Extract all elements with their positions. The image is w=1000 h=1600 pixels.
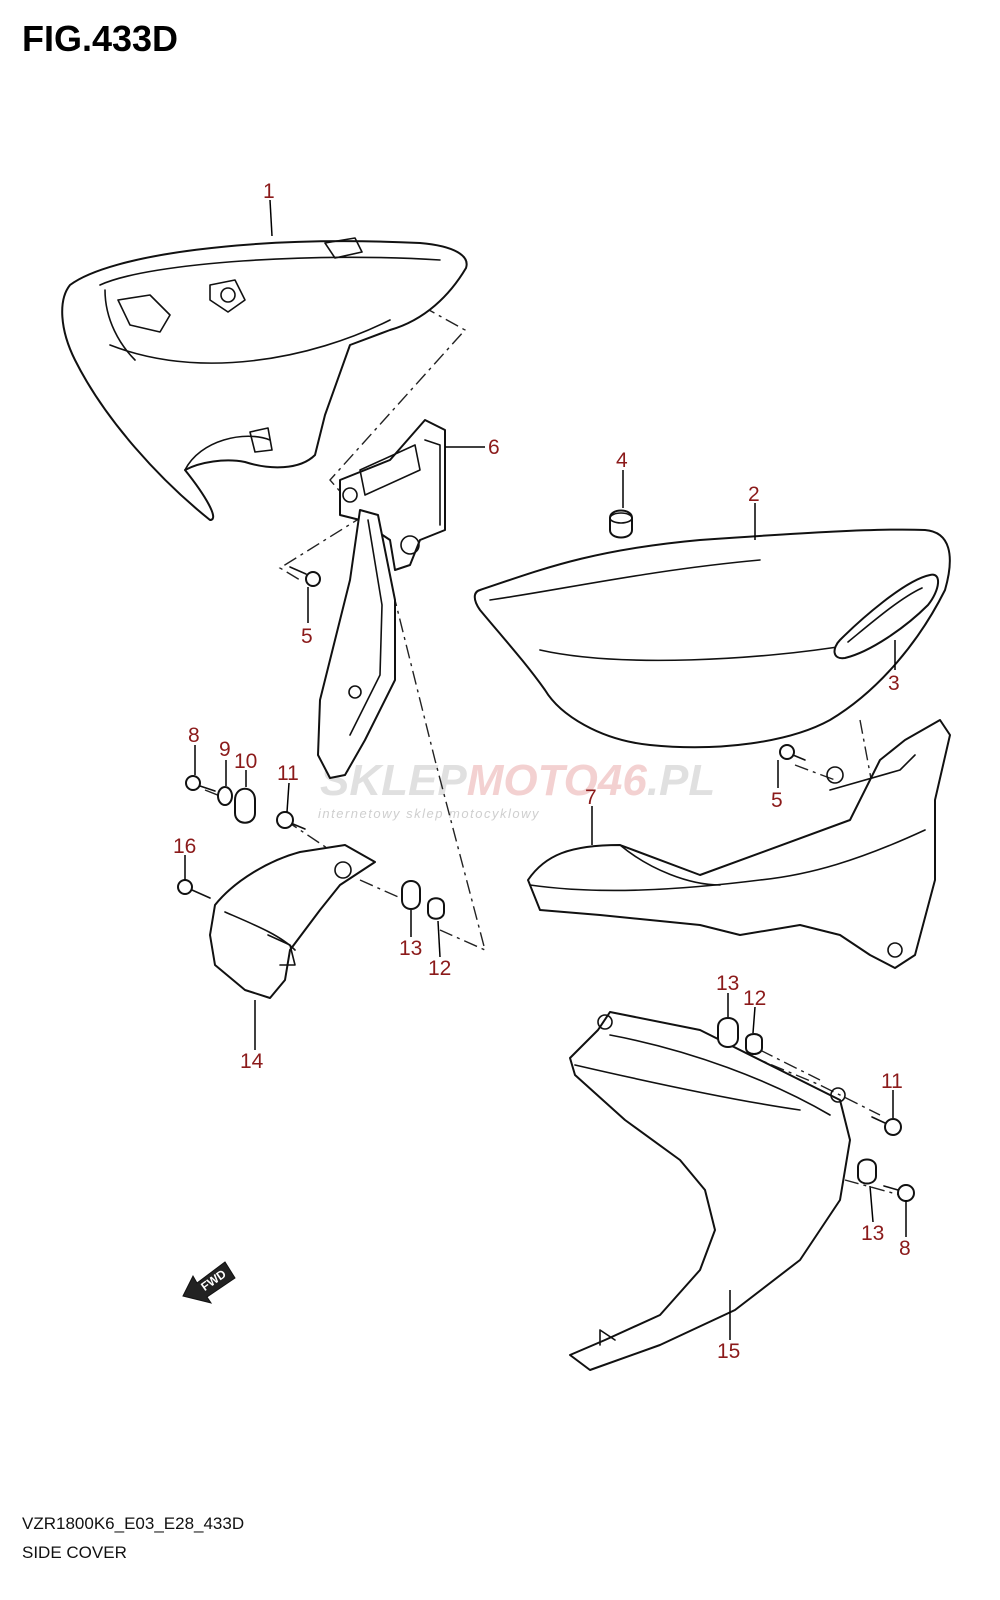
part-2-side-cover [473,528,951,749]
part-5-screw-right [779,744,806,761]
fwd-arrow-icon: FWD [182,1261,236,1304]
callout-15: 15 [717,1340,740,1363]
part-3-emblem [833,573,939,660]
figure-code: VZR1800K6_E03_E28_433D [22,1514,245,1533]
callout-10: 10 [234,750,257,773]
callout-5-left: 5 [301,625,313,648]
part-5-screw-left [289,566,321,587]
callout-4: 4 [616,449,628,472]
callout-8-left: 8 [188,724,200,747]
part-1-tail-cowl [61,237,468,521]
callout-6: 6 [488,436,500,459]
watermark-tagline: internetowy sklep motocyklowy [318,806,540,821]
watermark: SKLEPMOTO46.PL internetowy sklep motocyk… [318,756,715,821]
part-15-frame-cover [569,1011,851,1371]
callout-8-right: 8 [899,1237,911,1260]
callout-12-left: 12 [428,957,451,980]
callout-7: 7 [585,786,597,809]
callout-13-left: 13 [399,937,422,960]
callout-labels: 1 2 3 4 5 5 6 7 8 9 10 11 16 13 12 14 13… [173,180,911,1363]
callout-16: 16 [173,835,196,858]
hardware-left [177,775,445,920]
mounting-strip [317,509,396,779]
figure-subtitle: SIDE COVER [22,1543,127,1562]
callout-13-right-lower: 13 [861,1222,884,1245]
part-4-grommet [609,509,633,539]
part-6-bracket [339,419,446,571]
callout-13-right-upper: 13 [716,972,739,995]
callout-2: 2 [748,483,760,506]
figure-title: FIG.433D [22,18,179,59]
part-7-lower-panel [527,719,951,969]
callout-5-right: 5 [771,789,783,812]
callout-1: 1 [263,180,275,203]
callout-3: 3 [888,672,900,695]
callout-14: 14 [240,1050,264,1073]
callout-11-left: 11 [277,762,299,785]
callout-leaders [184,199,907,1340]
part-14-cover [209,844,376,999]
callout-12-right: 12 [743,987,766,1010]
hardware-right [717,1017,915,1202]
callout-9: 9 [219,738,231,761]
watermark-brand: SKLEPMOTO46.PL [320,756,715,805]
callout-11-right: 11 [881,1070,903,1093]
